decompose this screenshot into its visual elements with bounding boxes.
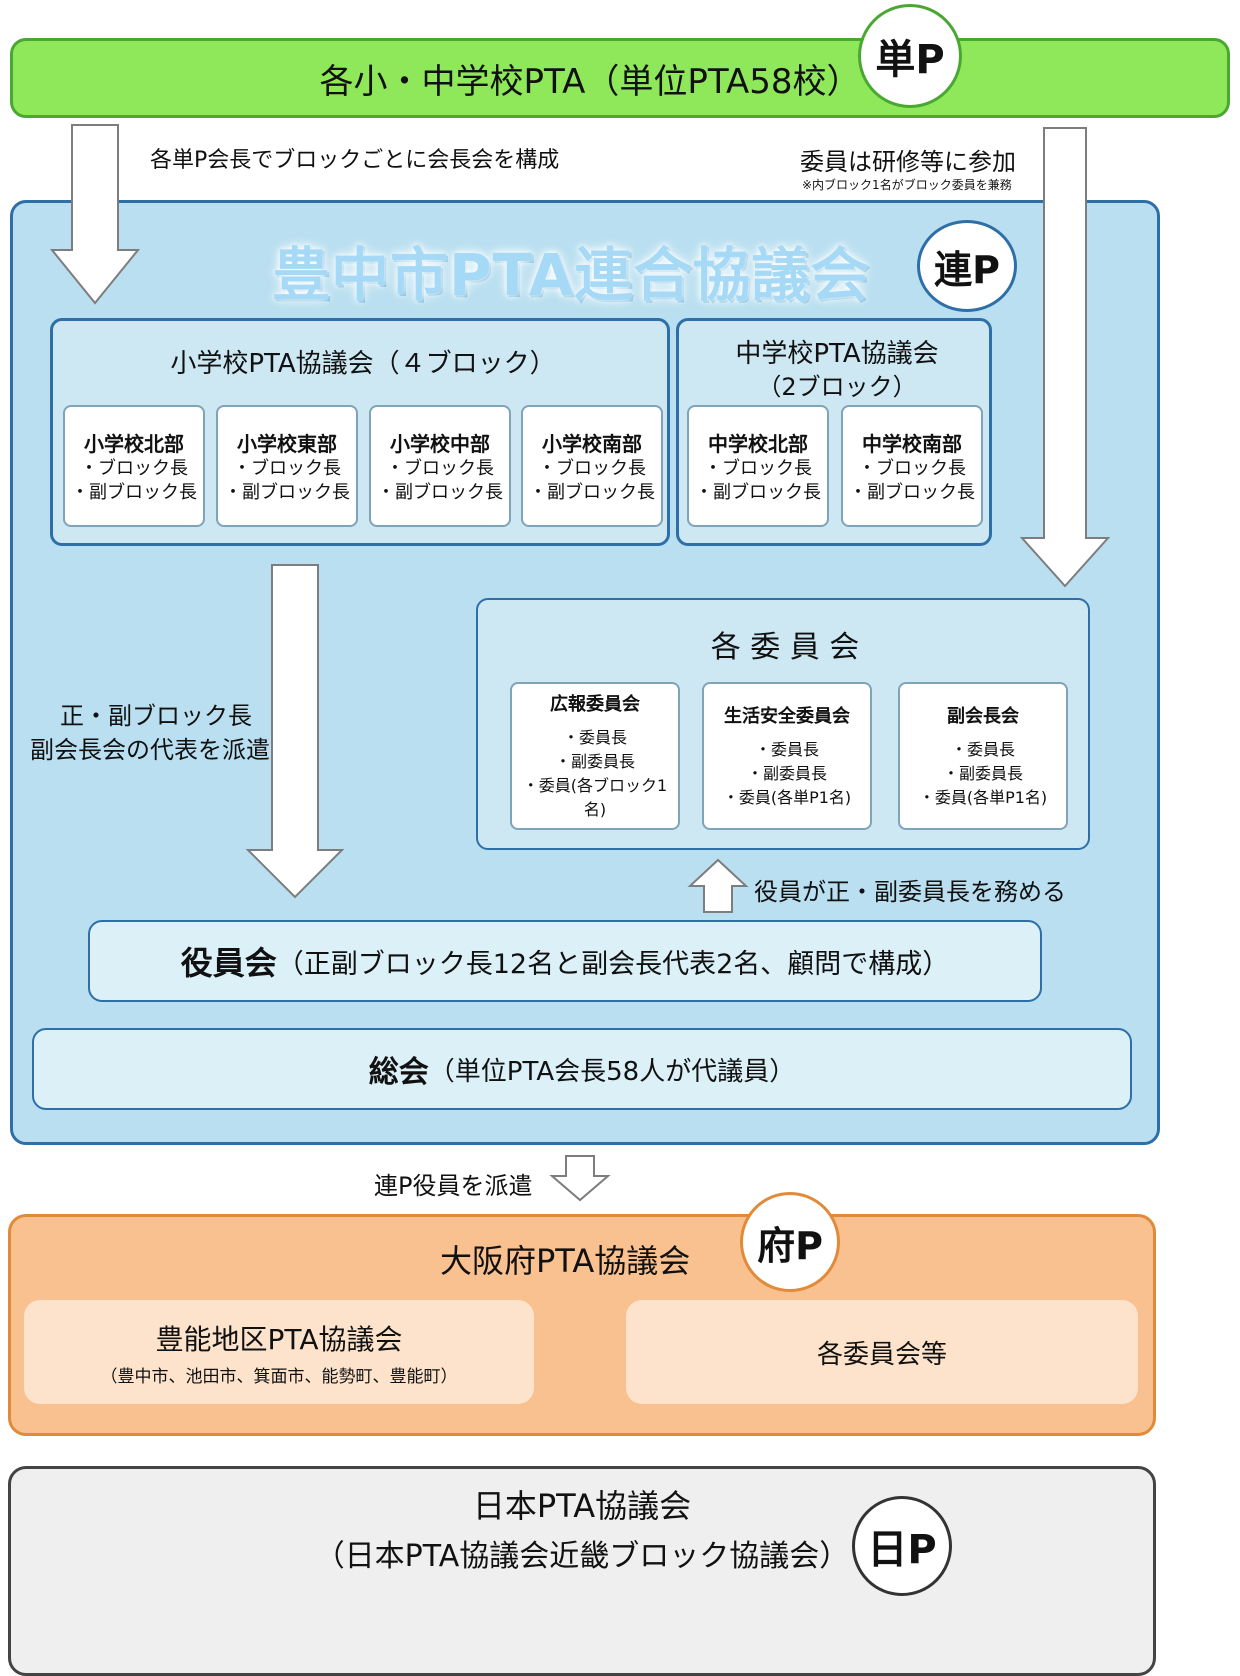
- dispatch-down-arrow: [549, 1155, 611, 1202]
- osaka-committees-label: 各委員会等: [816, 1339, 947, 1370]
- block-leader: ・ブロック長: [704, 457, 812, 479]
- block-name: 小学校南部: [542, 431, 642, 456]
- unit-pta-badge: 単P: [858, 4, 962, 108]
- block-vice-leader: ・副ブロック長: [224, 481, 350, 503]
- block-name: 小学校東部: [237, 431, 337, 456]
- committee-vice-chair: ・副委員長: [942, 764, 1023, 783]
- elementary-council: 小学校PTA協議会（４ブロック） 小学校北部 ・ブロック長 ・副ブロック長 小学…: [50, 318, 670, 546]
- general-assembly: 総会 （単位PTA会長58人が代議員）: [32, 1028, 1132, 1110]
- block-name: 中学校南部: [862, 431, 962, 456]
- dispatch-label: 連P役員を派遣: [374, 1172, 533, 1200]
- block-leader: ・ブロック長: [386, 457, 494, 479]
- japan-council-subtitle: （日本PTA協議会近畿ブロック協議会）: [314, 1539, 850, 1574]
- left-arrow-label: 各単P会長でブロックごとに会長会を構成: [150, 148, 560, 173]
- junior-block-south: 中学校南部 ・ブロック長 ・副ブロック長: [841, 405, 983, 527]
- committee-chair: ・委員長: [950, 740, 1015, 759]
- officers-board-title: 役員会: [180, 944, 277, 982]
- elementary-block-south: 小学校南部 ・ブロック長 ・副ブロック長: [521, 405, 663, 527]
- block-vice-leader: ・副ブロック長: [71, 481, 197, 503]
- osaka-council-badge: 府P: [740, 1192, 840, 1292]
- general-assembly-title: 総会: [368, 1055, 429, 1090]
- block-name: 小学校北部: [84, 431, 184, 456]
- committee-pr: 広報委員会 ・委員長 ・副委員長 ・委員(各ブロック1名): [510, 682, 680, 830]
- committee-name: 副会長会: [947, 706, 1019, 727]
- officers-board-desc: （正副ブロック長12名と副会長代表2名、顧問で構成）: [276, 948, 950, 980]
- unit-pta-title: 各小・中学校PTA（単位PTA58校）: [319, 61, 861, 102]
- elementary-council-title: 小学校PTA協議会（４ブロック）: [170, 349, 556, 379]
- committee-vice-presidents: 副会長会 ・委員長 ・副委員長 ・委員(各単P1名): [898, 682, 1068, 830]
- committee-vice-chair: ・副委員長: [746, 764, 827, 783]
- junior-council: 中学校PTA協議会 （2ブロック） 中学校北部 ・ブロック長 ・副ブロック長 中…: [676, 318, 992, 546]
- block-vice-leader: ・副ブロック長: [849, 481, 975, 503]
- block-vice-leader: ・副ブロック長: [377, 481, 503, 503]
- committees-group: 各 委 員 会 広報委員会 ・委員長 ・副委員長 ・委員(各ブロック1名) 生活…: [476, 598, 1090, 850]
- junior-council-title: 中学校PTA協議会: [735, 339, 939, 369]
- elementary-block-north: 小学校北部 ・ブロック長 ・副ブロック長: [63, 405, 205, 527]
- japan-council: 日本PTA協議会 （日本PTA協議会近畿ブロック協議会）: [8, 1466, 1156, 1676]
- committee-members: ・委員(各単P1名): [918, 788, 1048, 807]
- junior-block-north: 中学校北部 ・ブロック長 ・副ブロック長: [687, 405, 829, 527]
- committee-vice-chair: ・副委員長: [554, 752, 635, 771]
- japan-council-badge: 日P: [852, 1496, 952, 1596]
- left-down-arrow: [49, 124, 141, 305]
- committees-title: 各 委 員 会: [710, 630, 860, 665]
- junior-council-subtitle: （2ブロック）: [757, 373, 917, 401]
- middle-arrow-label-1: 正・副ブロック長: [60, 702, 252, 730]
- right-arrow-label: 委員は研修等に参加: [800, 148, 1016, 176]
- toyono-council-title: 豊能地区PTA協議会: [155, 1322, 403, 1356]
- elementary-block-central: 小学校中部 ・ブロック長 ・副ブロック長: [369, 405, 511, 527]
- block-leader: ・ブロック長: [858, 457, 966, 479]
- toyono-council-members: （豊中市、池田市、箕面市、能勢町、豊能町）: [100, 1366, 458, 1387]
- block-leader: ・ブロック長: [233, 457, 341, 479]
- officers-board: 役員会 （正副ブロック長12名と副会長代表2名、顧問で構成）: [88, 920, 1042, 1002]
- block-vice-leader: ・副ブロック長: [695, 481, 821, 503]
- committee-safety: 生活安全委員会 ・委員長 ・副委員長 ・委員(各単P1名): [702, 682, 872, 830]
- right-down-arrow: [1019, 127, 1111, 588]
- block-vice-leader: ・副ブロック長: [529, 481, 655, 503]
- block-leader: ・ブロック長: [80, 457, 188, 479]
- unit-pta-bar: 各小・中学校PTA（単位PTA58校）: [10, 38, 1230, 118]
- block-leader: ・ブロック長: [538, 457, 646, 479]
- general-assembly-desc: （単位PTA会長58人が代議員）: [428, 1056, 796, 1087]
- committee-chair: ・委員長: [754, 740, 819, 759]
- right-arrow-note: ※内ブロック1名がブロック委員を兼務: [802, 178, 1012, 192]
- committee-members: ・委員(各ブロック1名): [522, 776, 668, 819]
- japan-council-title: 日本PTA協議会: [472, 1487, 692, 1525]
- committee-name: 生活安全委員会: [724, 706, 850, 727]
- committee-chair: ・委員長: [562, 728, 627, 747]
- up-arrow: [687, 858, 749, 913]
- middle-arrow-label-2: 副会長会の代表を派遣: [30, 736, 270, 764]
- committee-name: 広報委員会: [550, 694, 640, 715]
- city-council-badge: 連P: [917, 220, 1017, 312]
- osaka-council-title: 大阪府PTA協議会: [440, 1242, 691, 1280]
- elementary-block-east: 小学校東部 ・ブロック長 ・副ブロック長: [216, 405, 358, 527]
- committee-members: ・委員(各単P1名): [722, 788, 852, 807]
- block-name: 小学校中部: [390, 431, 490, 456]
- city-council-title: 豊中市PTA連合協議会: [272, 241, 870, 309]
- osaka-committees: 各委員会等: [626, 1300, 1138, 1404]
- middle-down-arrow: [245, 564, 345, 899]
- up-arrow-label: 役員が正・副委員長を務める: [754, 878, 1066, 906]
- block-name: 中学校北部: [708, 431, 808, 456]
- toyono-council: 豊能地区PTA協議会 （豊中市、池田市、箕面市、能勢町、豊能町）: [24, 1300, 534, 1404]
